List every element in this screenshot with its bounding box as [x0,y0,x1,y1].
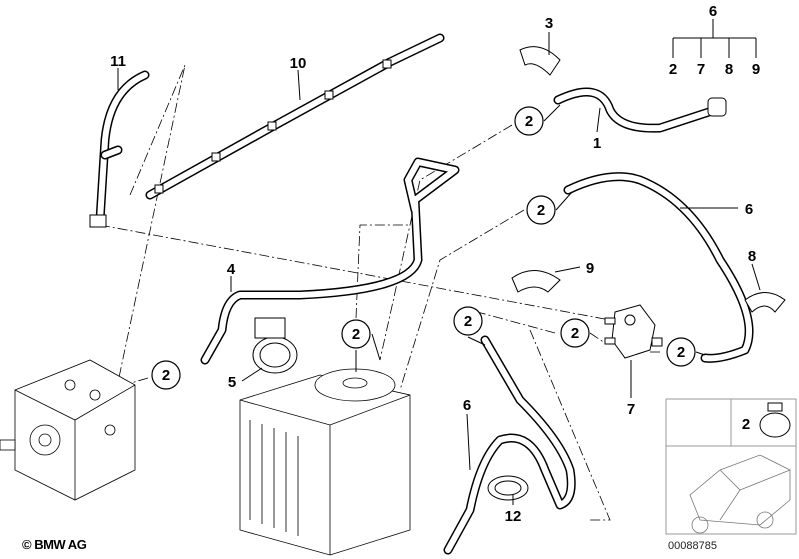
callout-circle [453,306,483,336]
callout-1: 1 [593,135,601,152]
high-pressure-pump [0,359,136,501]
callout-number: 2 [162,367,170,384]
pressure-valve-7 [604,304,663,359]
circled-callout-2: 2 [341,319,371,349]
callout-6-sub-2: 2 [669,61,677,78]
callout-number: 2 [677,344,685,361]
circled-callout-2: 2 [151,360,181,390]
callout-number: 2 [464,313,472,330]
fuel-filter-housing [239,368,411,556]
callout-3: 3 [545,15,553,32]
circled-callout-2: 2 [560,318,590,348]
hose-1 [553,87,727,133]
circled-callout-2: 2 [514,106,544,136]
callout-4: 4 [227,261,236,278]
callout-number: 2 [571,325,579,342]
circled-callouts: 2 2 2 2 2 2 2 [151,106,696,390]
hose-6-right [563,172,754,363]
image-number: 00088785 [668,540,717,552]
hose-6-bottom [443,335,576,555]
callout-9: 9 [586,260,594,277]
callout-circle [151,360,181,390]
callouts: 11 10 3 6 2 7 8 9 1 6 9 8 4 5 7 6 12 2 [110,3,760,525]
callout-circle [666,337,696,367]
callout-5: 5 [228,374,236,391]
guide-lines [89,64,663,521]
circled-callout-2: 2 [666,337,696,367]
circled-callout-2: 2 [453,306,483,336]
inset-callout-2: 2 [742,416,750,433]
callout-circle [526,195,556,225]
callout-circle [514,106,544,136]
callout-6-sub-9: 9 [752,61,760,78]
callout-number: 2 [537,202,545,219]
circled-callout-2: 2 [526,195,556,225]
callout-6-top: 6 [709,3,717,20]
callout-number: 2 [352,326,360,343]
leader-lines [117,19,761,505]
callout-11: 11 [110,53,126,70]
callout-6-bottom: 6 [463,397,471,414]
copyright: © BMW AG [22,537,87,552]
inset-box [665,398,797,535]
callout-8: 8 [748,248,756,265]
callout-10: 10 [290,55,307,72]
callout-circle [560,318,590,348]
leak-oil-line-10 [145,33,445,200]
callout-7: 7 [627,401,635,418]
hose-11 [89,70,150,228]
callout-circle [341,319,371,349]
callout-6-sub-8: 8 [725,61,733,78]
callout-number: 2 [525,113,533,130]
callout-6-right: 6 [745,201,753,218]
callout-6-sub-7: 7 [697,61,705,78]
clamps [252,46,786,501]
callout-12: 12 [505,508,522,525]
hose-4 [200,157,460,365]
